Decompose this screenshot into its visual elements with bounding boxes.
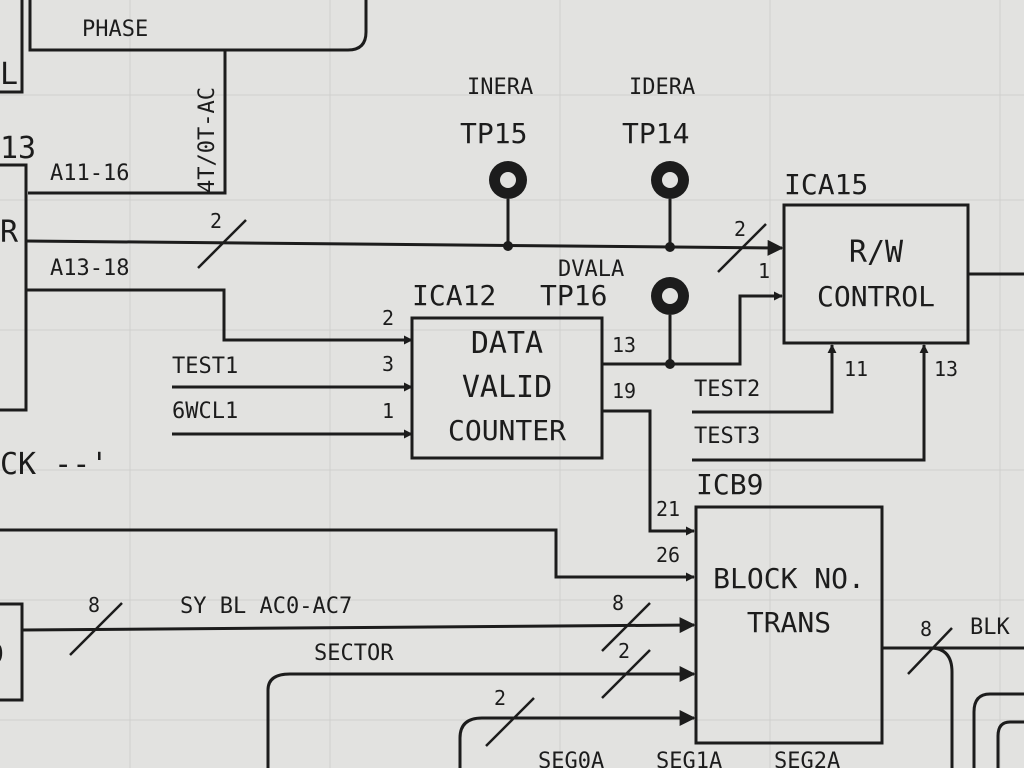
tp14-name: TP14 [622,117,689,150]
bus-width-slash-e [601,649,651,699]
ica12-pin2: 2 [382,306,394,330]
icb9-pin26: 26 [656,543,680,567]
wcl1-label: 6WCL1 [172,399,238,424]
ica12-line2: VALID [462,370,552,405]
icb9-line2: TRANS [747,606,831,639]
top-left-block [0,0,24,94]
pin19-wire [602,409,695,536]
tp16-name: TP16 [540,279,607,312]
ica15-line2: CONTROL [817,280,935,313]
bus-width-slash-f [485,697,535,747]
a13-label: A13-18 [50,256,129,281]
bus-width-g: 8 [920,617,932,641]
left-block-ref: 13 [0,131,36,166]
ica12-line3: COUNTER [448,414,566,447]
lower-left-block [0,602,24,702]
ica15-pin1: 1 [758,259,770,283]
top-left-block-letter: L [0,57,18,92]
right-partial-block [972,692,1024,768]
sector-label: SECTOR [314,641,394,666]
bus-width-a: 2 [210,209,222,233]
tp15-signal: INERA [467,75,533,100]
ica15-pin13: 13 [934,357,958,381]
tp14-junction [665,242,675,252]
a11-label: A11-16 [50,161,129,186]
ica15-ref: ICA15 [784,168,868,201]
tp15-name: TP15 [460,117,527,150]
seg2-label: SEG2A [774,749,840,768]
ica15-pin11: 11 [844,357,868,381]
test2-label: TEST2 [694,377,760,402]
seg1-label: SEG1A [656,749,722,768]
bus-width-slash-c [69,602,123,656]
bus-width-c: 8 [88,593,100,617]
bus-width-slash-b [717,223,767,273]
tp16-signal: DVALA [558,257,624,282]
a13-wire [26,288,413,345]
test3-label: TEST3 [694,424,760,449]
vertical-signal-label: 4T/0T-AC [195,87,220,193]
right-partial-block-inner [996,720,1024,768]
ica12-pin13: 13 [612,333,636,357]
bus-width-d: 8 [612,591,624,615]
test3-wire [692,344,929,462]
icb9-pin21: 21 [656,497,680,521]
top-center-block [28,0,368,52]
ica12-pin3: 3 [382,352,394,376]
bus-to-ica15 [25,239,784,256]
ica12-ref: ICA12 [412,279,496,312]
dvala-wire [602,291,783,366]
test1-label: TEST1 [172,354,238,379]
ck-label: CK --' [0,447,108,482]
tp14-signal: IDERA [629,75,695,100]
ica12-line1: DATA [471,326,543,361]
icb9-ref: ICB9 [696,468,763,501]
sector-bus [266,666,696,768]
bus-width-b: 2 [734,217,746,241]
blk-label: BLK [970,615,1010,640]
left-block [0,163,28,412]
icb9-line1: BLOCK NO. [713,562,865,595]
ica15-block [782,203,970,345]
ica12-pin19: 19 [612,379,636,403]
phase-label: PHASE [82,17,148,42]
seg-bus [458,710,696,768]
phase-wire [28,50,227,195]
blk-return [929,646,954,768]
left-block-letter: R [0,215,19,250]
bus-width-slash-g [907,627,953,675]
sybl-label: SY BL AC0-AC7 [180,594,352,619]
pin26-wire [0,528,695,582]
bus-width-e: 2 [618,639,630,663]
sybl-bus [21,617,696,634]
icb9-block [694,505,884,745]
bus-width-slash-d [601,602,651,652]
bus-width-slash-a [197,219,247,269]
ica12-pin1: 1 [382,399,394,423]
seg0-label: SEG0A [538,749,604,768]
tp15-junction [503,241,513,251]
lower-left-block-letter: D [0,637,4,672]
bus-width-f: 2 [494,686,506,710]
ica15-line1: R/W [849,235,904,270]
test2-wire [692,344,837,414]
